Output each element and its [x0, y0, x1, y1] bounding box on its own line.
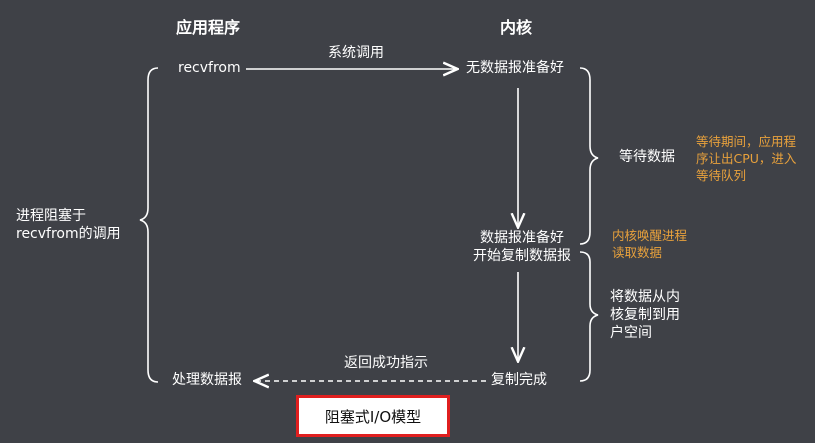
copy-line3: 户空间	[610, 325, 652, 342]
wait-note-line1: 等待期间，应用程	[696, 134, 797, 149]
blocked-line2: recvfrom的调用	[16, 226, 121, 243]
data-ready-line1: 数据报准备好	[480, 230, 564, 246]
left-brace	[139, 67, 159, 383]
wait-note: 等待期间，应用程 序让出CPU，进入 等待队列	[696, 134, 796, 185]
wake-note-line1: 内核唤醒进程	[612, 228, 688, 243]
kernel-header: 内核	[500, 18, 533, 37]
copy-line2: 核复制到用	[610, 307, 680, 324]
wake-note-line2: 读取数据	[612, 244, 663, 260]
app-header: 应用程序	[176, 18, 241, 37]
wait-brace	[579, 67, 599, 245]
data-ready-line2: 开始复制数据报	[473, 248, 571, 265]
wait-note-line3: 等待队列	[696, 167, 747, 183]
process-label: 处理数据报	[172, 372, 242, 388]
blocked-label: 进程阻塞于 recvfrom的调用	[16, 207, 121, 243]
syscall-label: 系统调用	[328, 45, 384, 61]
wait-data-label: 等待数据	[619, 149, 675, 165]
recvfrom-label: recvfrom	[178, 60, 241, 76]
model-title-box: 阻塞式I/O模型	[296, 395, 450, 437]
wake-note: 内核唤醒进程 读取数据	[612, 228, 687, 262]
copy-line1: 将数据从内	[610, 289, 680, 305]
copy-done-label: 复制完成	[491, 372, 547, 388]
no-data-label: 无数据报准备好	[466, 60, 564, 76]
data-ready-label: 数据报准备好 开始复制数据报	[466, 229, 578, 265]
blocked-line1: 进程阻塞于	[16, 208, 86, 224]
model-title: 阻塞式I/O模型	[324, 407, 422, 426]
return-success-label: 返回成功指示	[344, 355, 428, 371]
wait-note-line2: 序让出CPU，进入	[696, 150, 797, 166]
copy-to-user-label: 将数据从内 核复制到用 户空间	[610, 288, 680, 343]
copy-brace	[579, 251, 599, 382]
